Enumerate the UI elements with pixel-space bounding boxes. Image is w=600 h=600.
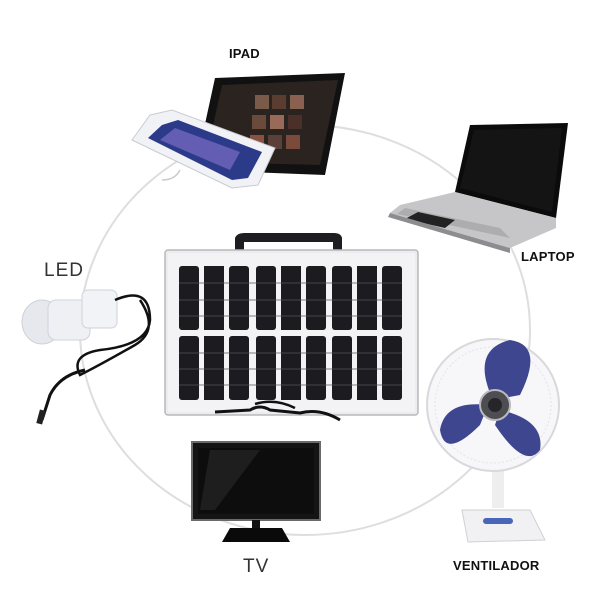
laptop-label: LAPTOP — [521, 249, 575, 264]
laptop-device — [388, 123, 568, 253]
ipad-label: IPAD — [229, 46, 260, 61]
ventilador-label: VENTILADOR — [453, 558, 540, 573]
solar-panel-case — [164, 233, 419, 422]
tv-label: TV — [243, 556, 270, 577]
smartphone-device — [131, 109, 276, 189]
fan-device — [426, 338, 560, 543]
led-bulb-device — [21, 289, 152, 425]
tv-device — [191, 441, 321, 542]
led-label: LED — [44, 260, 84, 281]
